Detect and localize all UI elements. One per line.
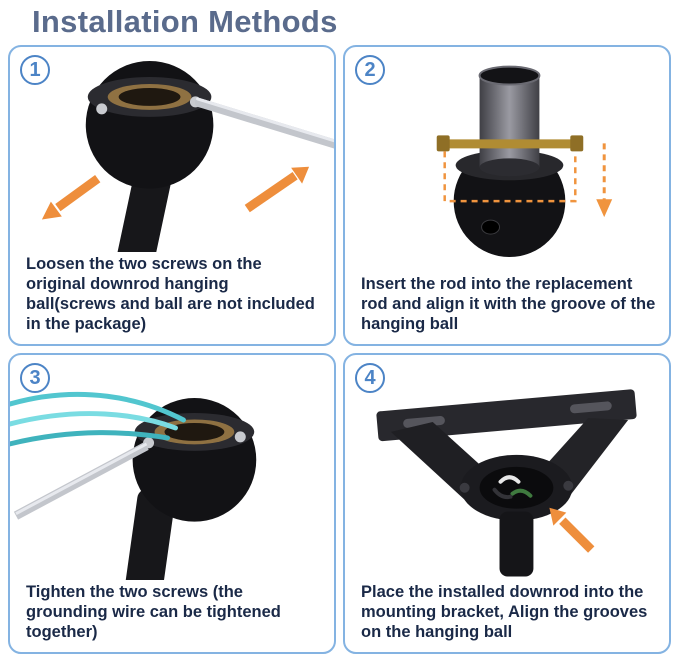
step-1-photo	[10, 47, 334, 252]
step-1-illustration	[41, 61, 334, 252]
step-4-photo	[345, 355, 669, 580]
alignment-guide	[443, 151, 577, 203]
screw	[234, 431, 246, 443]
step-panel-2: 2	[343, 45, 671, 346]
screwdriver	[13, 441, 149, 520]
mounting-bracket	[376, 389, 637, 521]
downrod	[125, 488, 175, 580]
replacement-rod	[478, 65, 541, 177]
step-2-photo	[345, 47, 669, 272]
step-panel-3: 3	[8, 353, 336, 654]
grounding-wires	[10, 391, 186, 447]
groove-hole	[481, 219, 501, 235]
brass-pin	[436, 135, 584, 152]
step-2-illustration	[436, 65, 613, 258]
step-caption: Place the installed downrod into the mou…	[361, 582, 648, 641]
step-number-badge: 2	[355, 55, 385, 85]
step-number-badge: 4	[355, 363, 385, 393]
arrow-icon	[41, 175, 101, 220]
step-caption: Loosen the two screws on the original do…	[26, 254, 315, 333]
page-title: Installation Methods	[32, 4, 338, 39]
arrow-icon	[244, 166, 310, 213]
arrow-icon	[596, 143, 613, 218]
step-panel-4: 4	[343, 353, 671, 654]
step-4-illustration	[376, 389, 637, 577]
downrod	[499, 511, 534, 577]
screwdriver	[194, 97, 334, 150]
step-caption: Tighten the two screws (the grounding wi…	[26, 582, 281, 641]
step-number: 4	[364, 366, 376, 389]
step-number-badge: 1	[20, 55, 50, 85]
step-3-photo	[10, 355, 334, 580]
step-number: 2	[364, 58, 376, 81]
steps-grid: 1	[8, 45, 671, 654]
fan-wires	[492, 475, 533, 500]
step-panel-1: 1	[8, 45, 336, 346]
step-caption: Insert the rod into the replacement rod …	[361, 274, 656, 333]
step-number: 3	[29, 366, 41, 389]
step-number: 1	[29, 58, 41, 81]
step-number-badge: 3	[20, 363, 50, 393]
arrow-icon	[549, 507, 595, 553]
step-3-illustration	[10, 391, 257, 580]
screw	[96, 103, 108, 115]
